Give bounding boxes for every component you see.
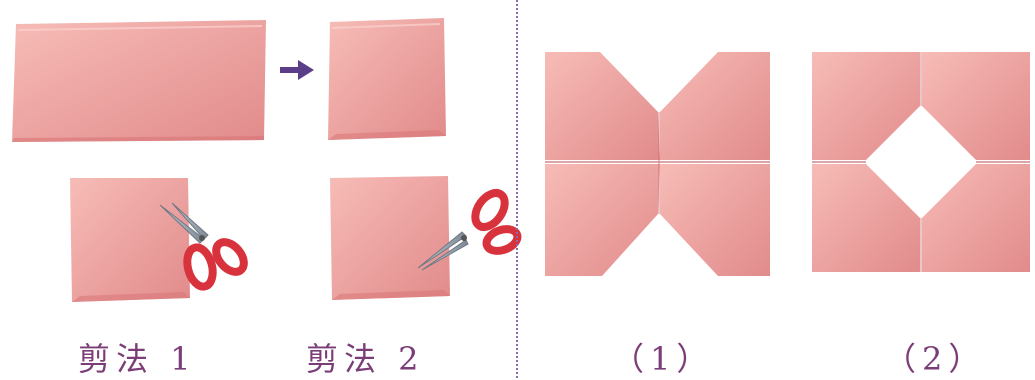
cut-method-2-paper — [330, 176, 450, 300]
caption-cut-method-2: 剪法 2 — [306, 340, 425, 378]
result-shape-2 — [812, 52, 1030, 272]
section-divider — [516, 0, 518, 378]
folded-sheet-large — [12, 20, 266, 142]
scissors-icon — [159, 202, 248, 291]
caption-result-2: （2） — [884, 340, 987, 378]
cut-method-1-paper — [70, 178, 190, 302]
result-shape-1 — [545, 52, 770, 276]
caption-result-1: （1） — [612, 340, 715, 378]
folded-square — [328, 18, 446, 140]
right-arrow-icon — [280, 60, 314, 80]
caption-cut-method-1: 剪法 1 — [78, 340, 197, 378]
